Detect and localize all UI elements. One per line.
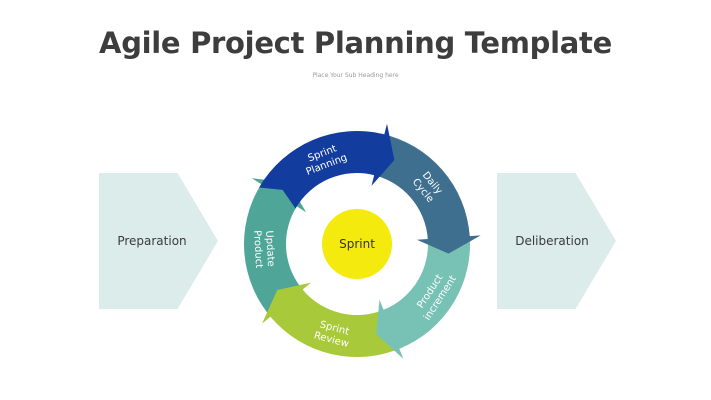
deliberation-label: Deliberation: [515, 234, 589, 248]
sprint-center-label: Sprint: [339, 237, 375, 251]
sprint-review-arrow: [262, 282, 403, 357]
product-increment-arrow: [376, 232, 471, 359]
page-title: Agile Project Planning Template: [99, 26, 612, 60]
cycle-segments: UpdateProductSprintReviewProductincremen…: [244, 123, 481, 359]
daily-cycle-arrow: [371, 133, 481, 254]
sprint-planning-arrow: [259, 123, 395, 209]
sprint-planning-segment: SprintPlanning: [259, 123, 395, 209]
daily-cycle-segment: DailyCycle: [371, 133, 481, 254]
update-product-segment: UpdateProduct: [244, 178, 307, 320]
product-increment-segment: Productincrement: [376, 232, 471, 359]
sprint-review-segment: SprintReview: [262, 282, 403, 357]
update-product-arrow: [244, 178, 307, 320]
sprint-center-circle: [322, 209, 392, 279]
page-subtitle: Place Your Sub Heading here: [312, 72, 399, 79]
update-product-label: UpdateProduct: [251, 229, 276, 268]
preparation-label: Preparation: [117, 234, 187, 248]
